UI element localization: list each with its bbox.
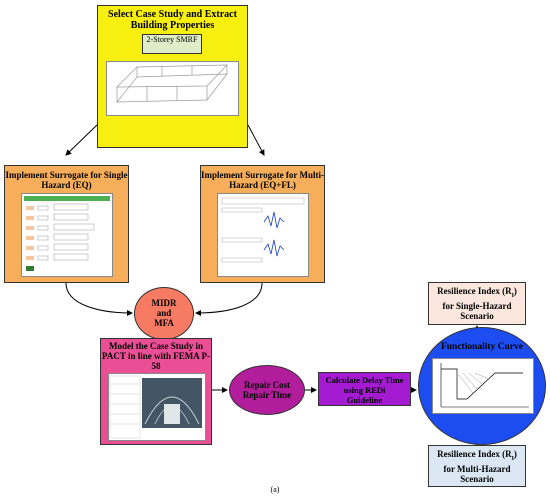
ri-single-line2: for Single-Hazard [442,300,512,311]
midr-line1: MIDR [151,298,177,308]
pact-model-box: Model the Case Study in PACT in line wit… [100,338,212,445]
repair-cost-time-node: Repair Cost Repair Time [229,365,305,415]
ri-multi-line1: Resilience Index (RI) [437,449,517,462]
multi-hazard-surrogate-box: Implement Surrogate for Multi-Hazard (EQ… [200,165,325,283]
single-hazard-form-icon [24,196,110,271]
select-case-study-box: Select Case Study and Extract Building P… [97,5,248,148]
frame-model-icon [116,64,228,103]
midr-mfa-node: MIDR and MFA [134,287,194,340]
connector-single-to-midr [65,282,133,316]
functionality-title: Functionality Curve [440,342,524,352]
single-hazard-screenshot [21,193,113,277]
ri-single-line3: Scenario [460,310,494,321]
multi-hazard-signal-icon [221,197,305,263]
two-storey-smrf-label: 2-Storey SMRF [142,34,202,54]
pact-interface-icon [109,375,202,439]
resilience-index-multi-box: Resilience Index (RI) for Multi-Hazard S… [428,445,526,487]
ri-multi-line2: for Multi-Hazard [443,463,511,474]
ri-multi-line3: Scenario [460,473,494,484]
redi-line3: Guideline [346,395,383,405]
connector-multi-to-midr [195,282,263,316]
multi-hazard-screenshot [217,193,309,277]
single-hazard-surrogate-box: Implement Surrogate for Single Hazard (E… [4,165,129,283]
frame-model-image [106,61,239,116]
repair-line1: Repair Cost [243,380,291,390]
single-hazard-title: Implement Surrogate for Single Hazard (E… [5,170,128,190]
midr-line2: and [156,308,172,318]
select-case-study-title: Select Case Study and Extract Building P… [108,9,237,31]
redi-line1: Calculate Delay Time [325,375,404,385]
connector-top-to-multi [247,124,265,156]
resilience-index-single-box: Resilience Index (RI) for Single-Hazard … [428,282,526,325]
figure-caption: (a) [270,485,280,494]
ri-single-line1: Resilience Index (RI) [437,286,517,299]
midr-line3: MFA [154,318,174,328]
pact-screenshot [108,373,206,441]
redi-line2: using REDi [343,385,386,395]
functionality-curve-icon [440,363,529,408]
multi-hazard-title: Implement Surrogate for Multi-Hazard (EQ… [201,170,324,190]
functionality-curve-node: Functionality Curve [418,327,546,445]
connector-top-to-single [65,124,98,156]
pact-title: Model the Case Study in PACT in line wit… [102,341,210,371]
redi-delay-box: Calculate Delay Time using REDi Guidelin… [318,372,411,406]
repair-line2: Repair Time [242,390,292,400]
functionality-plot [432,358,534,414]
